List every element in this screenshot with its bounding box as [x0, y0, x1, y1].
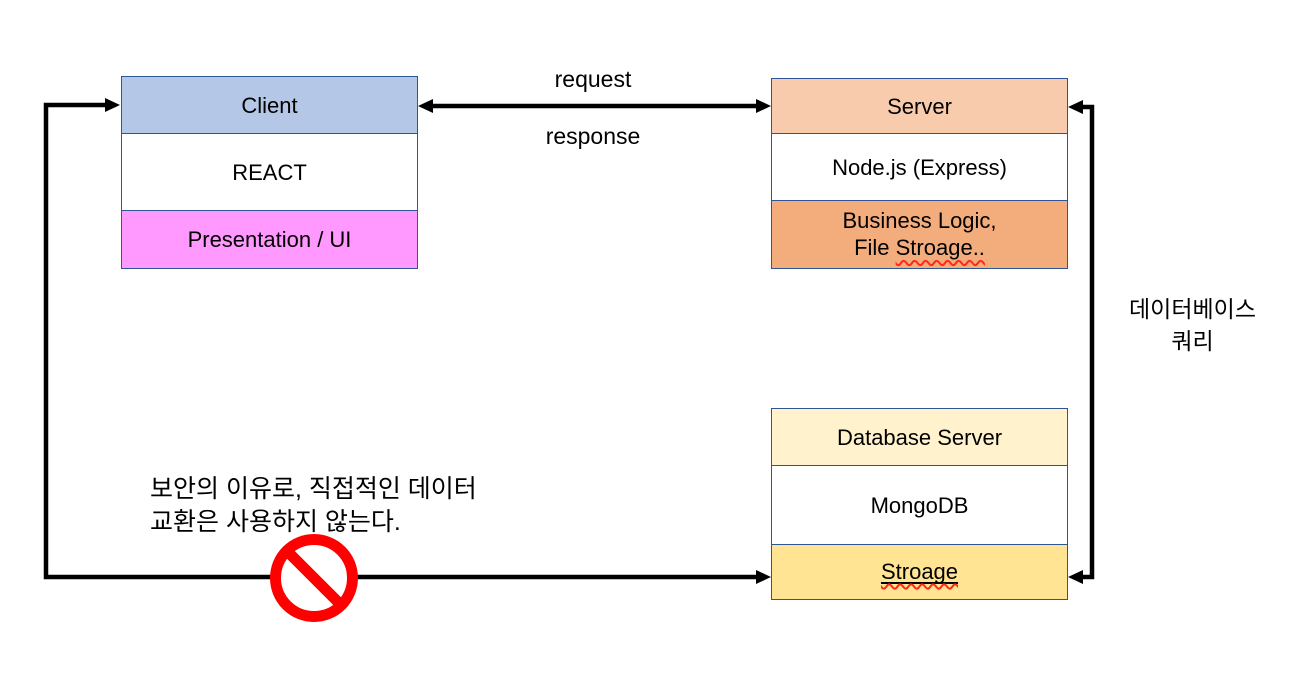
client-server-arrow [418, 99, 771, 113]
server-role-misspelled-word: Stroage.. [896, 235, 985, 260]
prohibition-icon [270, 534, 358, 622]
database-header-row: Database Server [771, 408, 1068, 467]
client-title: Client [241, 92, 298, 118]
client-box: Client REACT Presentation / UI [121, 76, 418, 269]
security-note: 보안의 이유로, 직접적인 데이터 교환은 사용하지 않는다. [150, 473, 477, 539]
security-note-line1: 보안의 이유로, 직접적인 데이터 [150, 475, 477, 503]
server-role-row: Business Logic, File Stroage.. [771, 199, 1068, 269]
client-tech-row: REACT [121, 133, 418, 212]
database-title: Database Server [836, 424, 1003, 450]
database-storage-underlined: Stroage [881, 558, 958, 586]
server-box: Server Node.js (Express) Business Logic,… [771, 78, 1068, 269]
db-query-label-line2: 쿼리 [1171, 328, 1214, 354]
client-tech-label: REACT [232, 159, 307, 185]
server-role-line1: Business Logic, [842, 207, 997, 233]
server-tech-row: Node.js (Express) [771, 133, 1068, 202]
client-header-row: Client [121, 76, 418, 135]
response-label: response [545, 123, 641, 149]
database-storage-row: Stroage [771, 543, 1068, 600]
server-role-line2: File Stroage.. [854, 234, 985, 262]
db-query-label-line1: 데이터베이스 [1129, 296, 1256, 322]
server-role-dots: .. [972, 235, 985, 261]
server-tech-label: Node.js (Express) [832, 154, 1007, 180]
request-label: request [554, 66, 632, 92]
database-tech-row: MongoDB [771, 465, 1068, 546]
server-role-line2-prefix: File [854, 235, 896, 261]
server-role-word: Stroage [895, 235, 973, 261]
db-query-label: 데이터베이스 쿼리 [1105, 293, 1280, 357]
client-role-row: Presentation / UI [121, 209, 418, 269]
database-tech-label: MongoDB [870, 492, 969, 518]
database-storage-misspelled-word: Stroage [880, 559, 959, 585]
server-header-row: Server [771, 78, 1068, 135]
server-db-query-connector [1068, 100, 1095, 584]
server-title: Server [887, 93, 952, 119]
database-box: Database Server MongoDB Stroage [771, 408, 1068, 600]
security-note-line2: 교환은 사용하지 않는다. [150, 508, 401, 536]
client-role-label: Presentation / UI [187, 226, 352, 252]
